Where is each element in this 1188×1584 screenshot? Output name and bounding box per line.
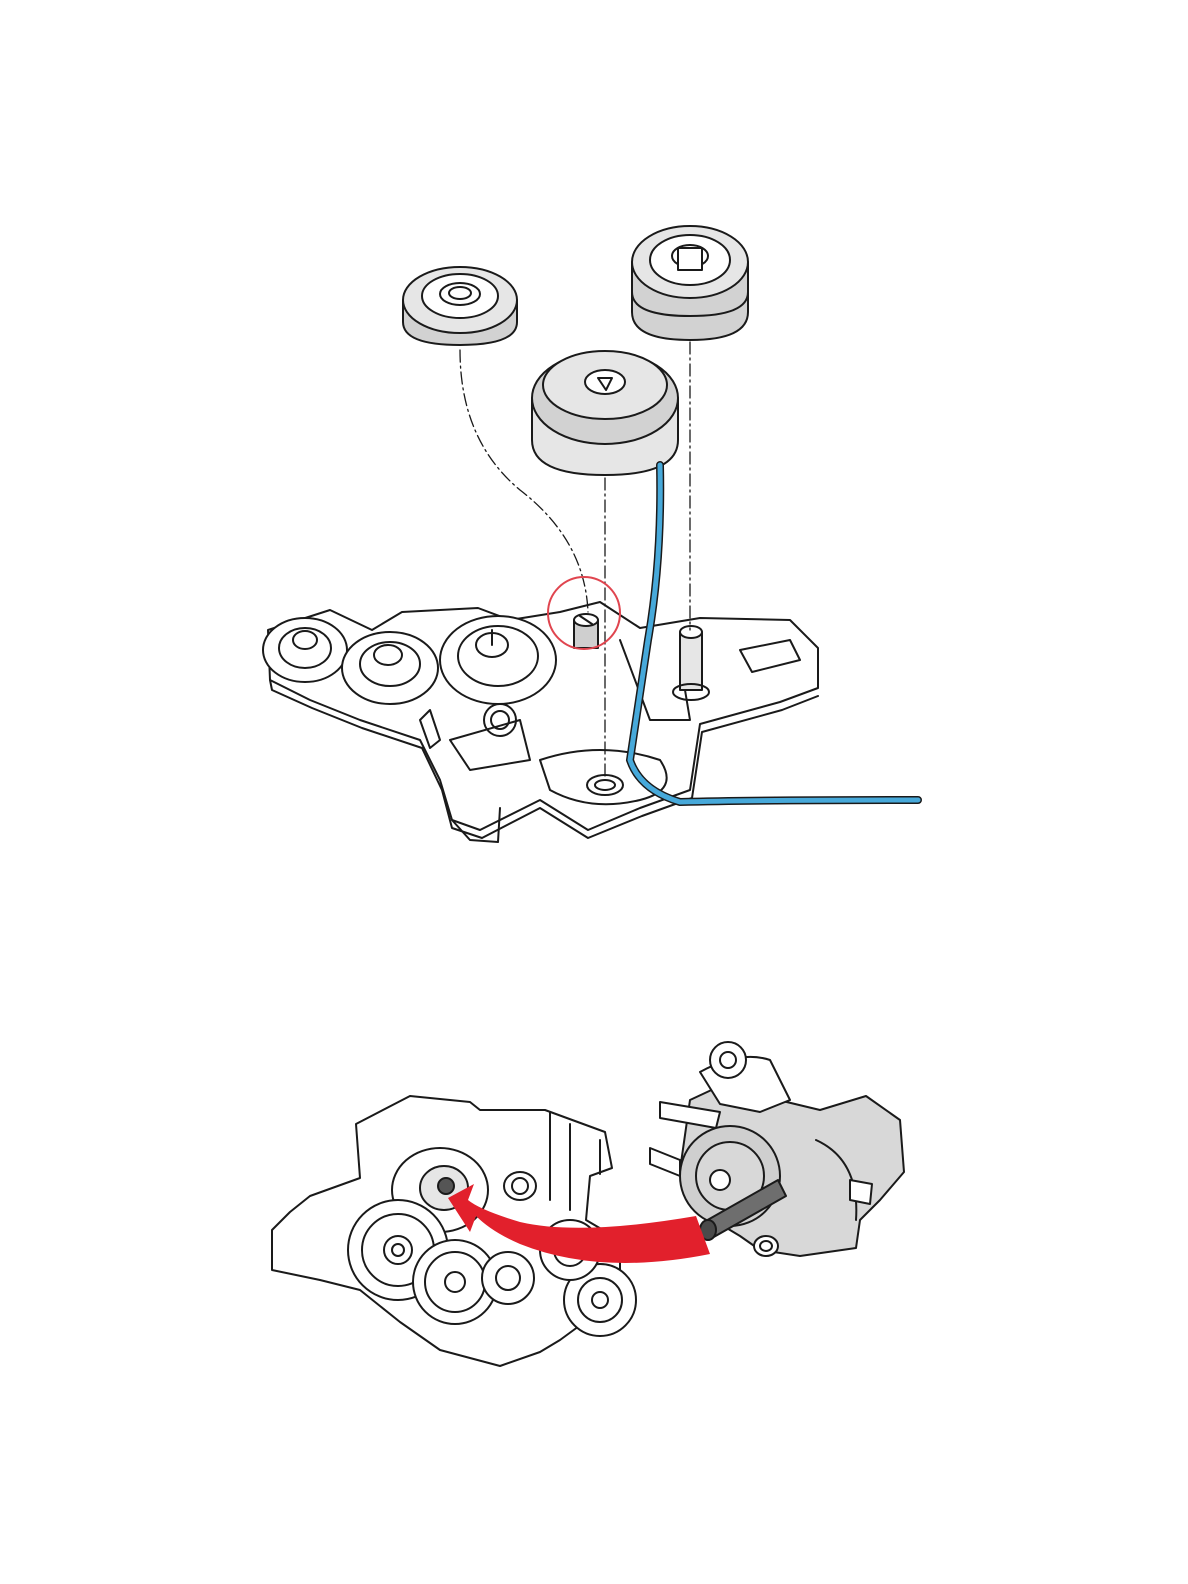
roller-large [532, 351, 678, 475]
roller-double [632, 226, 748, 340]
pin-post [574, 614, 598, 648]
assembly-drawing [0, 0, 1188, 900]
motor-install-figure [0, 1000, 1188, 1420]
seat-ring [587, 775, 623, 795]
roller-small [403, 267, 517, 345]
assembly-exploded-figure [0, 0, 1188, 900]
motor-install-drawing [0, 1000, 1188, 1420]
